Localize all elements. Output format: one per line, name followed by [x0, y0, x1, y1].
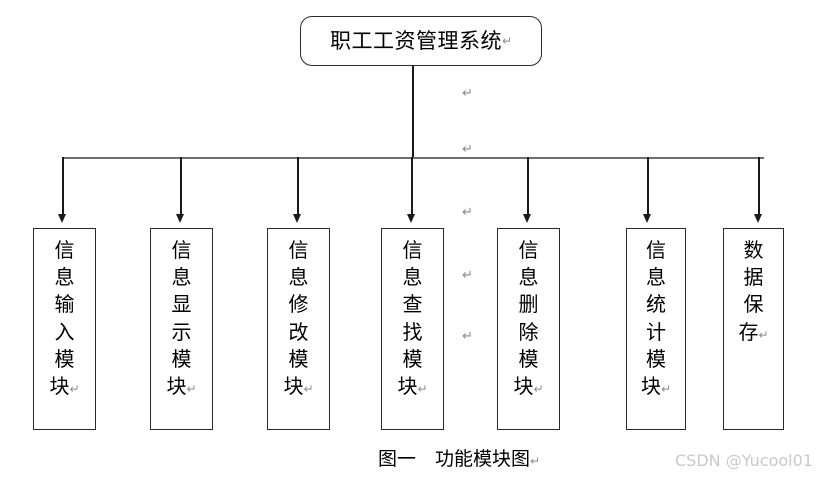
paragraph-mark-icon-caption: ↵: [530, 454, 541, 468]
module-label-char: 改: [288, 319, 309, 344]
module-label-char: 块↵: [640, 373, 672, 398]
drop-connector-1: [62, 157, 64, 215]
drop-connector-2: [180, 157, 182, 215]
module-label-char: 信: [54, 238, 75, 262]
arrow-head-2: [176, 214, 184, 223]
paragraph-mark-icon: ↵: [758, 327, 769, 342]
arrow-head-4: [407, 214, 415, 223]
module-node-3-label: 信息修改模块↵: [283, 237, 313, 400]
paragraph-mark-icon: ↵: [417, 381, 428, 396]
module-label-char: 模: [646, 346, 666, 371]
module-node-4[interactable]: 信息查找模块↵: [381, 228, 444, 430]
module-label-char: 块↵: [166, 373, 197, 398]
paragraph-mark-icon-5: ↵: [462, 329, 473, 344]
drop-connector-6: [647, 157, 649, 215]
arrow-head-7: [754, 214, 762, 223]
paragraph-mark-icon: ↵: [303, 381, 314, 396]
module-label-char: 块↵: [513, 373, 544, 398]
module-node-1-label: 信息输入模块↵: [49, 237, 79, 400]
module-node-6-label: 信息统计模块↵: [641, 237, 671, 400]
arrow-head-6: [643, 214, 651, 223]
paragraph-mark-icon: ↵: [660, 381, 672, 396]
module-label-char: 模: [171, 346, 192, 371]
module-label-char: 保: [743, 292, 764, 317]
paragraph-mark-icon: ↵: [533, 381, 544, 396]
module-label-char: 信: [518, 238, 539, 262]
module-label-char: 模: [402, 346, 423, 371]
paragraph-mark-icon: ↵: [501, 34, 513, 48]
root-node-label: 职工工资管理系统: [329, 28, 502, 53]
module-node-4-label: 信息查找模块↵: [397, 237, 427, 400]
module-label-char: 模: [518, 346, 539, 371]
module-label-char: 除: [518, 319, 539, 344]
module-label-char: 统: [646, 292, 666, 317]
paragraph-mark-icon-4: ↵: [462, 268, 473, 283]
module-label-char: 修: [288, 292, 309, 317]
module-label-char: 找: [402, 319, 423, 344]
module-label-char: 模: [288, 346, 309, 371]
watermark: CSDN @Yucool01: [675, 451, 813, 470]
module-label-char: 息: [288, 265, 309, 290]
module-label-char: 示: [171, 319, 192, 344]
module-label-char: 息: [646, 265, 666, 290]
module-label-char: 删: [518, 292, 539, 317]
module-label-char: 块↵: [397, 373, 428, 398]
paragraph-mark-icon-3: ↵: [462, 205, 473, 220]
module-label-char: 存↵: [738, 319, 769, 344]
module-label-char: 模: [54, 346, 75, 371]
module-label-char: 计: [646, 319, 666, 344]
arrow-head-3: [293, 214, 301, 223]
module-node-6[interactable]: 信息统计模块↵: [626, 228, 686, 430]
module-node-3[interactable]: 信息修改模块↵: [267, 228, 330, 430]
paragraph-mark-icon-2: ↵: [462, 142, 473, 157]
paragraph-mark-icon: ↵: [186, 381, 197, 396]
figure-caption-text: 图一 功能模块图: [378, 448, 531, 470]
module-label-char: 查: [402, 292, 423, 317]
paragraph-mark-icon-1: ↵: [462, 86, 473, 101]
bus-connector: [62, 157, 764, 159]
root-node-system-title[interactable]: 职工工资管理系统↵: [300, 16, 542, 66]
module-label-char: 息: [171, 265, 192, 290]
arrow-head-5: [523, 214, 531, 223]
drop-connector-4: [411, 157, 413, 215]
module-label-char: 息: [518, 265, 539, 290]
module-label-char: 输: [54, 292, 75, 317]
module-node-2-label: 信息显示模块↵: [166, 237, 196, 400]
module-label-char: 块↵: [283, 373, 314, 398]
module-label-char: 信: [288, 238, 309, 262]
module-label-char: 入: [54, 319, 75, 344]
module-node-1[interactable]: 信息输入模块↵: [33, 228, 96, 430]
module-label-char: 据: [743, 265, 764, 290]
paragraph-mark-icon: ↵: [69, 381, 80, 396]
module-node-7[interactable]: 数据保存↵: [723, 228, 784, 430]
figure-caption: 图一 功能模块图↵: [378, 450, 540, 469]
module-label-char: 息: [54, 265, 75, 290]
drop-connector-3: [297, 157, 299, 215]
module-label-char: 息: [402, 265, 423, 290]
module-label-char: 显: [171, 292, 192, 317]
root-stem-connector: [412, 66, 414, 158]
module-label-char: 数: [743, 238, 764, 262]
module-node-5-label: 信息删除模块↵: [513, 237, 543, 400]
module-label-char: 信: [646, 238, 666, 262]
module-label-char: 块↵: [49, 373, 80, 398]
module-node-2[interactable]: 信息显示模块↵: [150, 228, 213, 430]
module-label-char: 信: [402, 238, 423, 262]
module-node-7-label: 数据保存↵: [738, 237, 768, 346]
module-node-5[interactable]: 信息删除模块↵: [497, 228, 560, 430]
module-label-char: 信: [171, 238, 192, 262]
drop-connector-7: [758, 157, 760, 215]
drop-connector-5: [527, 157, 529, 215]
arrow-head-1: [58, 214, 66, 223]
